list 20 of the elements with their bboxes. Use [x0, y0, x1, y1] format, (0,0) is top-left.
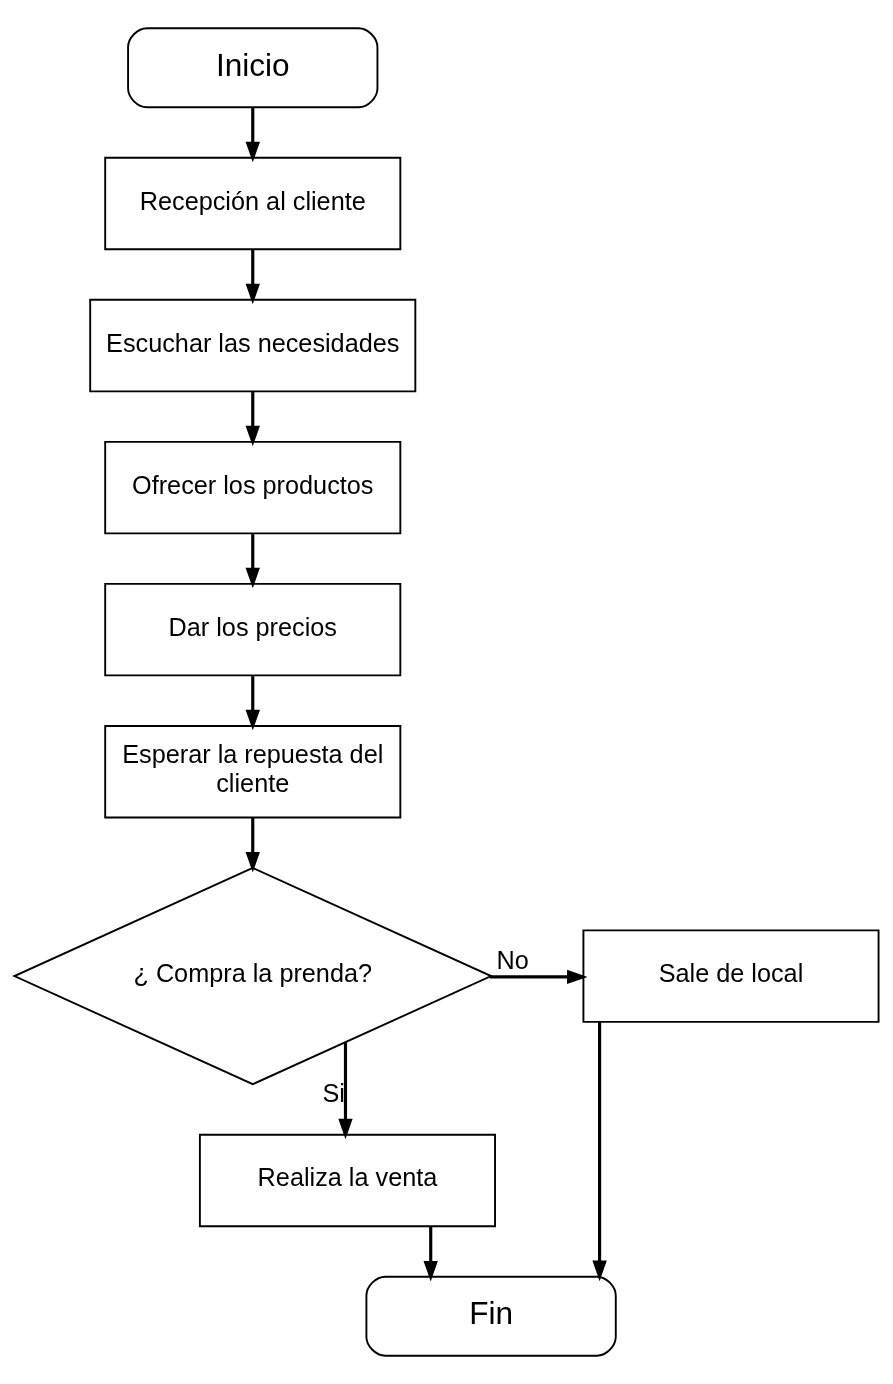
- arrow: [245, 817, 260, 873]
- edge-label: No: [496, 945, 529, 974]
- arrow: [423, 1226, 438, 1282]
- arrow: [245, 250, 260, 305]
- node-box: Esperar la repuesta del cliente: [104, 725, 402, 819]
- arrow: [592, 1021, 607, 1282]
- arrow: [489, 969, 588, 985]
- arrow: [338, 1042, 353, 1140]
- node-box: Inicio: [127, 27, 379, 109]
- node-box: Recepción al cliente: [104, 156, 402, 251]
- node-box: Escuchar las necesidades: [89, 298, 417, 393]
- node-box: Ofrecer los productos: [104, 440, 402, 535]
- node-box: Sale de local: [582, 929, 880, 1023]
- arrow: [245, 107, 260, 163]
- arrow: [245, 392, 260, 447]
- arrow: [245, 676, 260, 731]
- arrow: [245, 534, 260, 589]
- node-box: Fin: [365, 1275, 617, 1357]
- node-box: Realiza la venta: [198, 1133, 496, 1228]
- node-box: Dar los precios: [104, 582, 402, 677]
